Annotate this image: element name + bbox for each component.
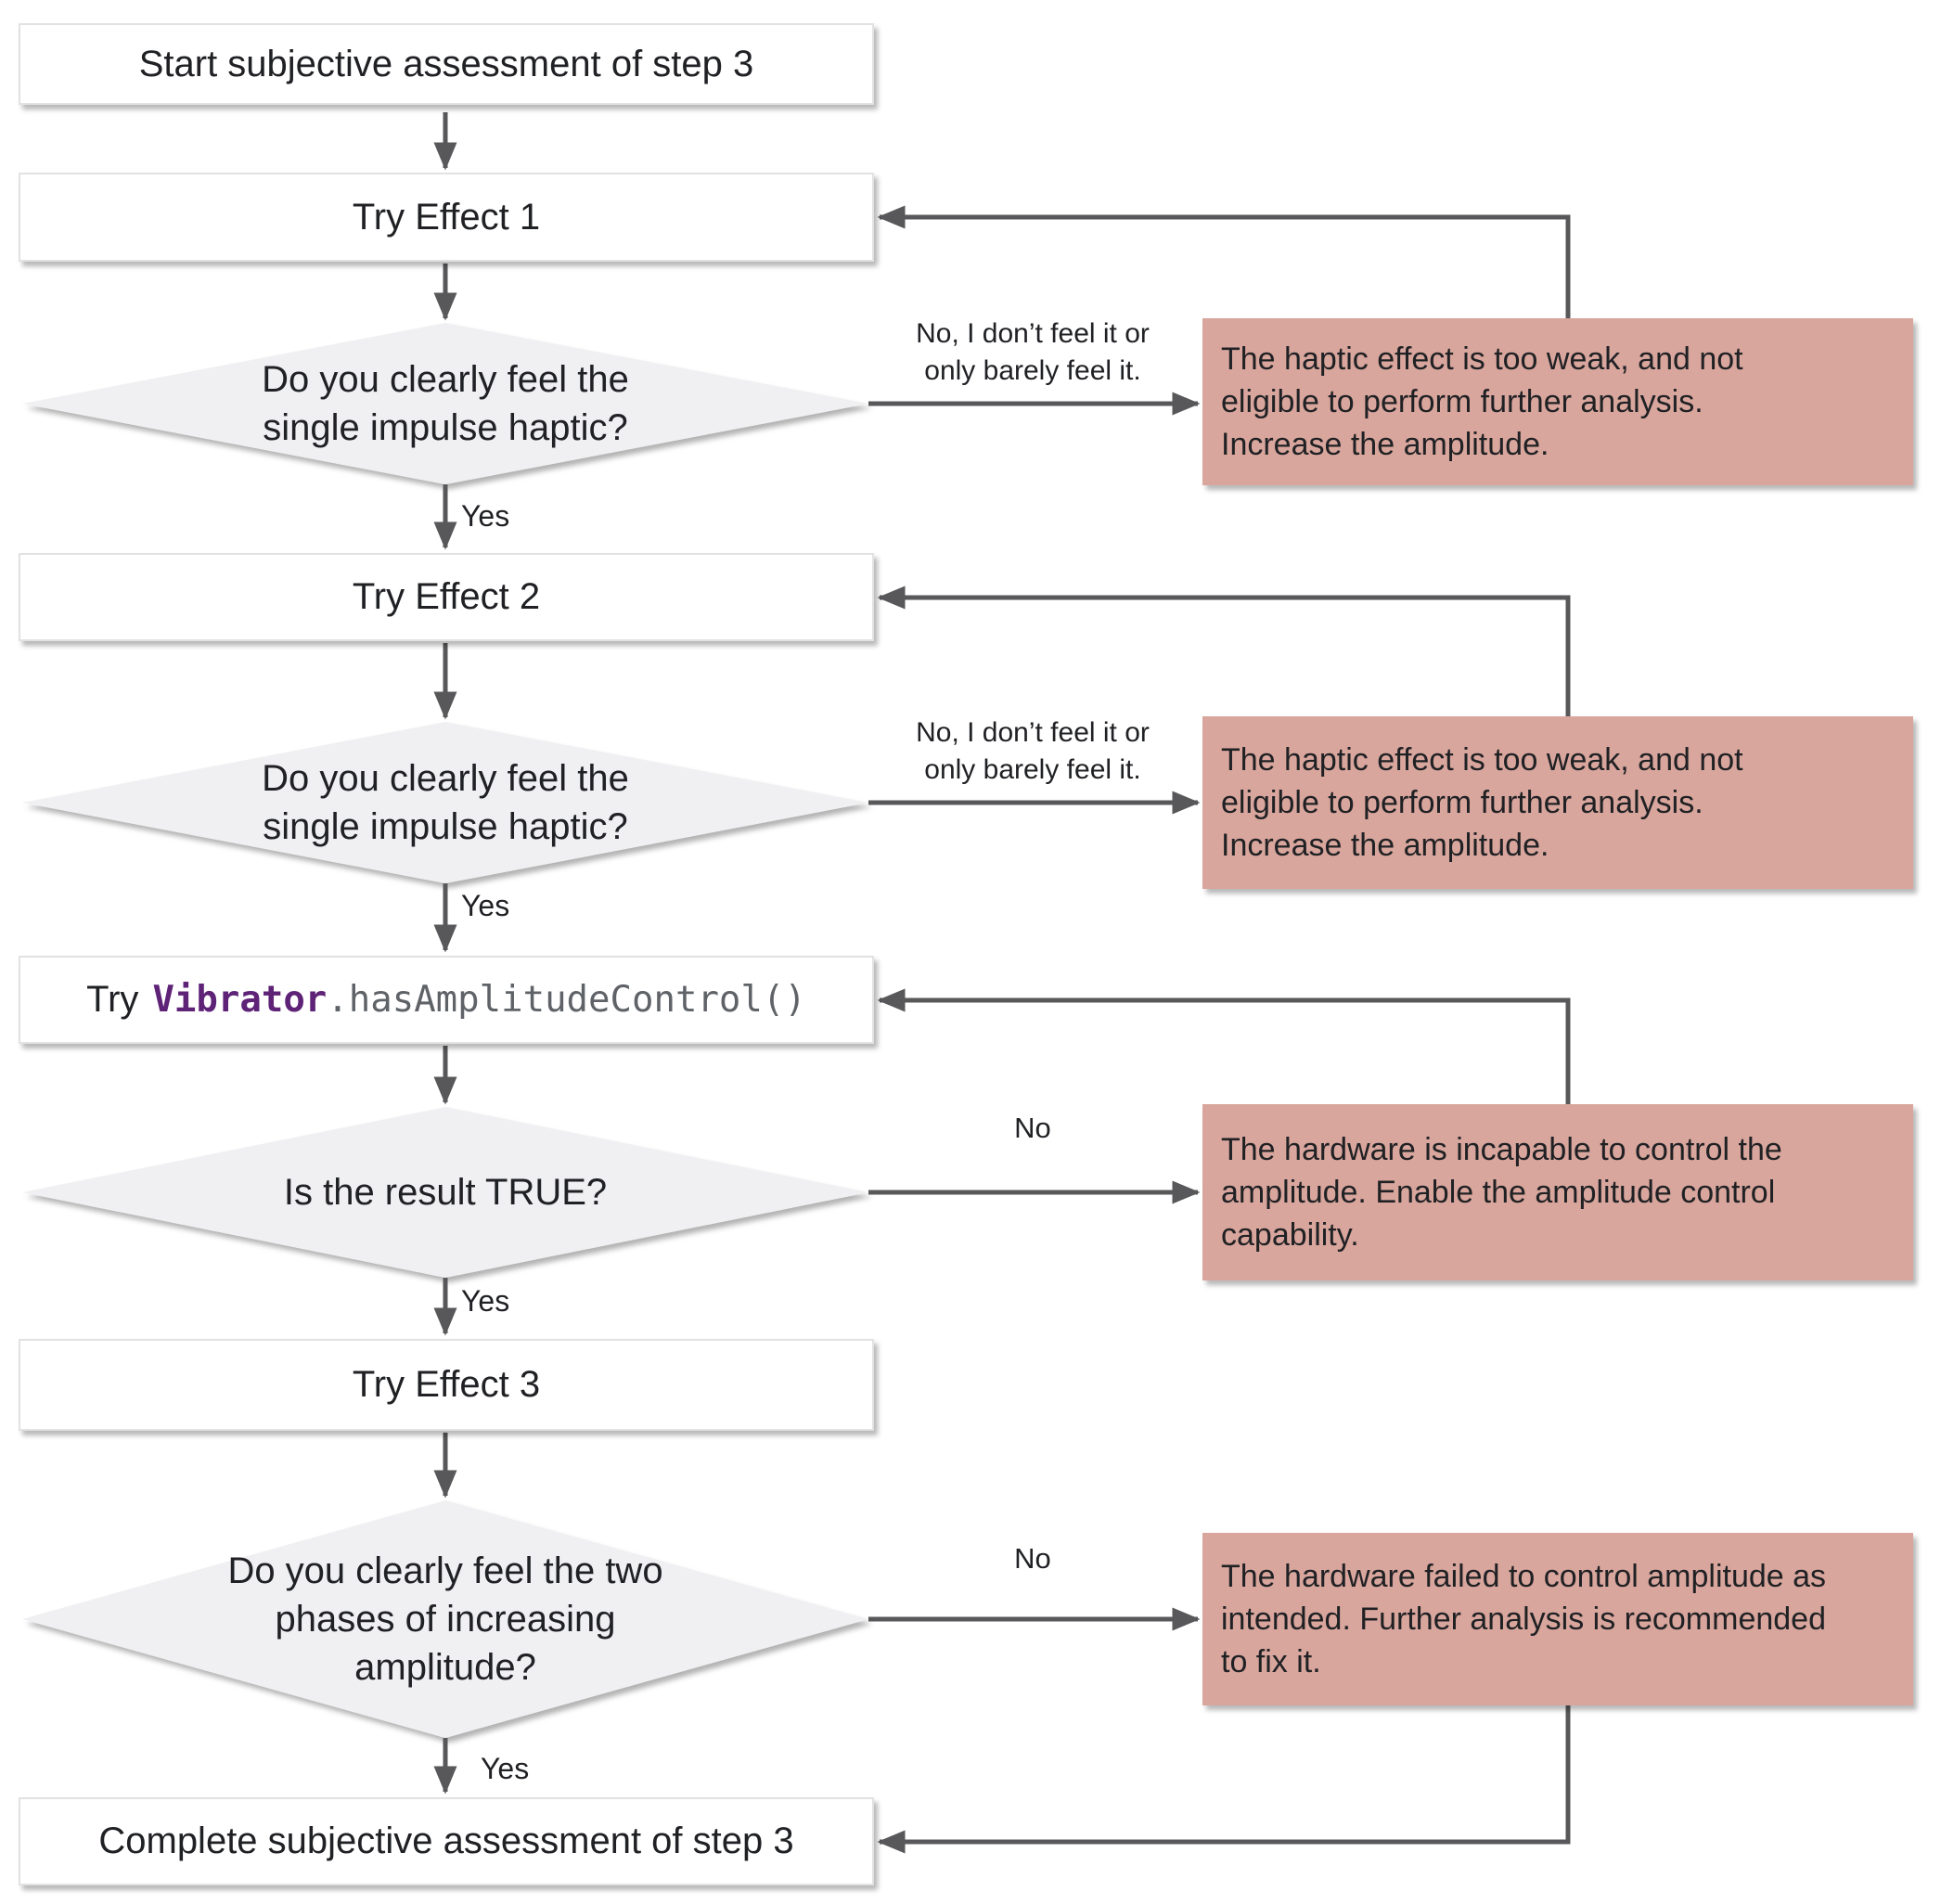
- edge-label-no-4: No: [1014, 1542, 1051, 1575]
- feedback-warning-3-to-amplitude-api: [877, 988, 1571, 1106]
- flow-box-try-effect-2: Try Effect 2: [19, 553, 874, 641]
- warning-line: The haptic effect is too weak, and not: [1221, 742, 1743, 778]
- warning-box-4: The hardware failed to control amplitude…: [1202, 1533, 1913, 1705]
- decision-line: Do you clearly feel the: [262, 359, 629, 400]
- flow-box-try-effect-1-label: Try Effect 1: [352, 196, 541, 238]
- warning-line: eligible to perform further analysis.: [1221, 384, 1703, 419]
- decision-line: phases of increasing: [275, 1599, 616, 1640]
- flow-box-complete: Complete subjective assessment of step 3: [19, 1797, 874, 1885]
- warning-line: The haptic effect is too weak, and not: [1221, 341, 1743, 377]
- edge-label-no-line: only barely feel it.: [924, 355, 1141, 386]
- edge-label-yes-4: Yes: [481, 1752, 530, 1785]
- code-method-call: .hasAmplitudeControl(): [327, 979, 806, 1021]
- decision-2-diamond-shape: [22, 722, 868, 883]
- decision-4-text: Do you clearly feel the two phases of in…: [28, 1547, 863, 1692]
- edge-label-yes-3: Yes: [461, 1284, 510, 1318]
- decision-line: Do you clearly feel the two: [227, 1550, 663, 1591]
- warning-line: intended. Further analysis is recommende…: [1221, 1602, 1826, 1637]
- decision-line: single impulse haptic?: [263, 806, 628, 847]
- decision-2-text: Do you clearly feel the single impulse h…: [28, 754, 863, 851]
- flow-box-try-effect-1: Try Effect 1: [19, 173, 874, 262]
- decision-1-text: Do you clearly feel the single impulse h…: [28, 355, 863, 452]
- flow-box-has-amplitude-control: Try Vibrator .hasAmplitudeControl(): [19, 956, 874, 1044]
- feedback-warning-2-to-try-effect-2: [877, 585, 1571, 718]
- edge-label-no-3: No: [1014, 1112, 1051, 1144]
- edge-label-no-line: only barely feel it.: [924, 754, 1141, 785]
- flow-box-start: Start subjective assessment of step 3: [19, 23, 874, 105]
- warning-line: capability.: [1221, 1217, 1359, 1253]
- edge-label-no-1: No, I don’t feel it or only barely feel …: [866, 315, 1200, 390]
- flow-box-try-effect-2-label: Try Effect 2: [352, 576, 541, 617]
- code-class-name: Vibrator: [152, 979, 328, 1021]
- decision-3-diamond-shape: [22, 1107, 868, 1278]
- edge-label-yes-1: Yes: [461, 499, 510, 533]
- feedback-warning-1-to-try-effect-1: [877, 205, 1571, 320]
- decision-line: Do you clearly feel the: [262, 758, 629, 799]
- warning-box-1: The haptic effect is too weak, and not e…: [1202, 318, 1913, 485]
- warning-line: Increase the amplitude.: [1221, 828, 1549, 863]
- decision-3-text: Is the result TRUE?: [28, 1168, 863, 1216]
- warning-line: The hardware is incapable to control the: [1221, 1132, 1782, 1167]
- warning-line: The hardware failed to control amplitude…: [1221, 1559, 1827, 1594]
- decision-line: Is the result TRUE?: [283, 1172, 608, 1213]
- flow-box-start-label: Start subjective assessment of step 3: [138, 43, 754, 84]
- warning-box-3: The hardware is incapable to control the…: [1202, 1104, 1913, 1280]
- warning-box-2: The haptic effect is too weak, and not e…: [1202, 716, 1913, 889]
- edge-label-no-2: No, I don’t feel it or only barely feel …: [866, 714, 1200, 789]
- edge-label-no-line: No, I don’t feel it or: [916, 318, 1150, 349]
- decision-line: amplitude?: [354, 1647, 536, 1688]
- warning-line: amplitude. Enable the amplitude control: [1221, 1175, 1776, 1210]
- connector-warning-4-to-complete: [877, 1704, 1571, 1854]
- decision-4-diamond-shape: [22, 1500, 868, 1738]
- edge-label-no-line: No, I don’t feel it or: [916, 717, 1150, 748]
- decision-1-diamond-shape: [22, 323, 868, 484]
- flow-box-complete-label: Complete subjective assessment of step 3: [98, 1820, 794, 1861]
- warning-line: Increase the amplitude.: [1221, 427, 1549, 462]
- decision-line: single impulse haptic?: [263, 407, 628, 448]
- warning-line: to fix it.: [1221, 1644, 1321, 1679]
- flow-box-try-effect-3: Try Effect 3: [19, 1339, 874, 1431]
- warning-line: eligible to perform further analysis.: [1221, 785, 1703, 820]
- edge-label-yes-2: Yes: [461, 889, 510, 922]
- code-prefix-label: Try: [86, 979, 139, 1020]
- flow-box-try-effect-3-label: Try Effect 3: [352, 1364, 541, 1405]
